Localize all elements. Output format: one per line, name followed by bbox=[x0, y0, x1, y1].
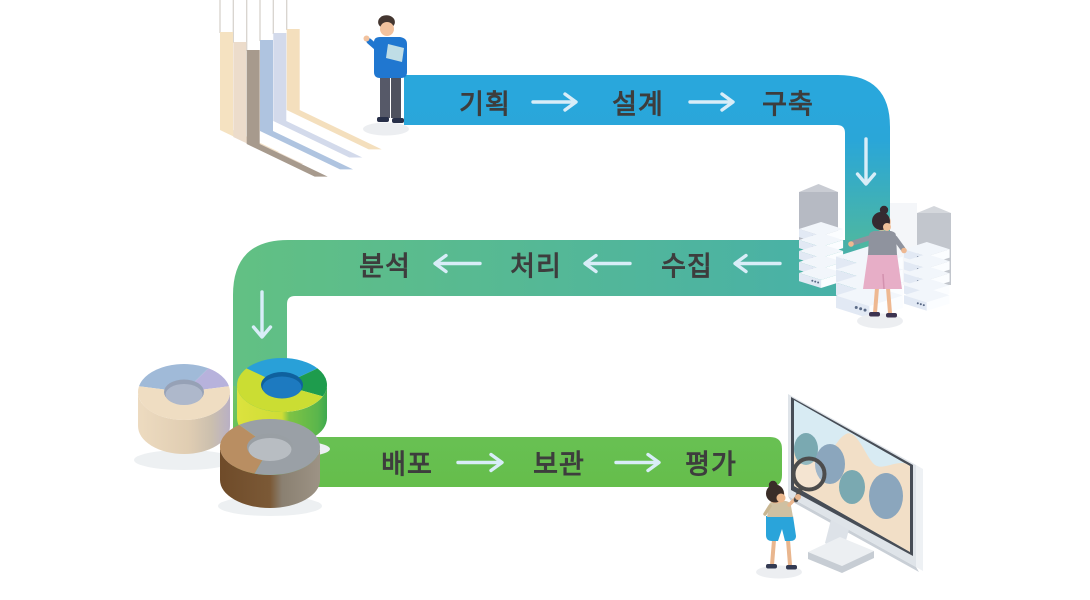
step-planning-label: 기획 bbox=[459, 89, 511, 121]
arrow-right-icon bbox=[614, 452, 661, 473]
isometric-bar-chart-illustration bbox=[219, 0, 382, 177]
step-processing-label: 처리 bbox=[510, 251, 562, 283]
donut-charts-illustration bbox=[134, 357, 330, 516]
analyst-person bbox=[848, 205, 907, 329]
presenter-person bbox=[363, 15, 409, 136]
step-evaluation-label: 평가 bbox=[685, 449, 737, 481]
flow-pipe-top bbox=[404, 75, 890, 262]
color-bar-strips bbox=[220, 29, 382, 177]
donut-chart-brown bbox=[218, 418, 322, 516]
step-analysis-label: 분석 bbox=[359, 251, 411, 283]
arrow-down-icon bbox=[855, 137, 877, 186]
flow-pipe-middle bbox=[233, 240, 860, 388]
arrow-right-icon bbox=[456, 452, 504, 473]
hanging-thread-lines bbox=[219, 0, 288, 51]
step-collection-label: 수집 bbox=[661, 251, 713, 283]
arrow-left-icon bbox=[433, 253, 482, 274]
magnifier-person bbox=[756, 456, 827, 579]
arrow-right-icon bbox=[688, 92, 735, 112]
magnifier-icon bbox=[791, 456, 827, 503]
arrow-down-icon bbox=[251, 290, 273, 339]
arrow-right-icon bbox=[531, 92, 578, 112]
step-build-label: 구축 bbox=[762, 89, 814, 121]
arrow-left-icon bbox=[583, 253, 632, 274]
step-design-label: 설계 bbox=[612, 89, 664, 121]
monitor-illustration bbox=[788, 394, 923, 573]
arrow-left-icon bbox=[733, 253, 782, 274]
step-storage-label: 보관 bbox=[533, 449, 585, 481]
step-distribution-label: 배포 bbox=[381, 449, 433, 481]
donut-chart-cream bbox=[134, 364, 234, 470]
